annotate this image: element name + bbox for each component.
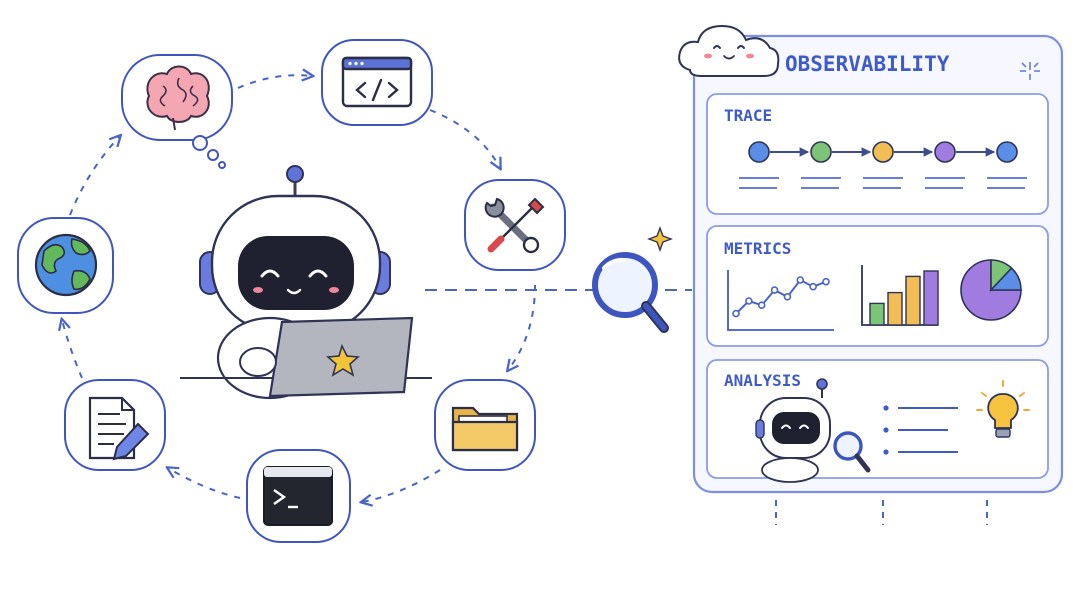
analysis-magnifier-icon [833, 431, 871, 473]
trace-node [810, 141, 832, 163]
line-chart-axes [727, 270, 834, 331]
trace-node [748, 141, 770, 163]
line-chart-point [770, 286, 779, 294]
line-chart-point [809, 282, 817, 291]
bar-chart-bar [905, 275, 921, 326]
lightbulb-icon [976, 380, 1030, 438]
bar-chart-bar [887, 291, 903, 326]
line-chart-point [745, 297, 753, 305]
arrow-terminal-to-doc [168, 468, 241, 499]
robot-mascot [180, 165, 432, 400]
bar-chart-bar [923, 270, 939, 326]
pie-slice [960, 259, 1022, 321]
analysis-bullet-list [883, 405, 958, 455]
cloud-icon [678, 24, 780, 77]
magnifier-icon [592, 252, 669, 333]
sparkle-icon [647, 226, 673, 252]
line-chart-point [783, 292, 792, 301]
trace-label: TRACE [724, 106, 772, 125]
line-chart-point [757, 301, 766, 310]
robot-face-screen [238, 236, 354, 310]
brain-icon [146, 65, 210, 131]
arrow-folder-to-terminal [362, 469, 441, 502]
analysis-label: ANALYSIS [724, 371, 801, 390]
arrow-globe-to-brain [69, 136, 120, 216]
trace-node [934, 141, 956, 163]
document-edit-icon [88, 396, 150, 461]
trace-node [996, 141, 1018, 163]
arrow-brain-to-code [237, 75, 312, 89]
folder-icon [451, 406, 519, 452]
line-chart-point [796, 276, 805, 284]
metrics-pie-chart [960, 259, 1022, 321]
line-chart-point [732, 309, 740, 318]
line-chart-point [822, 277, 830, 286]
tools-icon [484, 197, 545, 254]
globe-icon [34, 233, 98, 297]
code-window-icon [341, 56, 413, 108]
trace-node [872, 141, 894, 163]
antenna-ball [286, 165, 304, 183]
observability-panel: OBSERVABILITY TRACE METRICS ANALYSIS [678, 24, 1064, 494]
metrics-label: METRICS [724, 239, 791, 258]
trace-flow [739, 141, 1027, 189]
cycle-arrows [62, 75, 536, 502]
bar-chart-bar [869, 302, 885, 326]
metrics-section [706, 225, 1049, 347]
panel-drop-lines [775, 500, 988, 525]
metrics-line-chart [727, 270, 834, 331]
arrow-doc-to-globe [62, 320, 83, 379]
arrow-tools-to-folder [508, 284, 536, 370]
metrics-bar-chart [861, 265, 939, 326]
panel-sparkle-icon [1020, 62, 1040, 80]
pie-slice [989, 266, 1022, 291]
panel-title: OBSERVABILITY [785, 52, 950, 76]
arrow-code-to-tools [429, 109, 500, 168]
terminal-icon [263, 466, 333, 526]
analysis-robot [755, 378, 831, 483]
